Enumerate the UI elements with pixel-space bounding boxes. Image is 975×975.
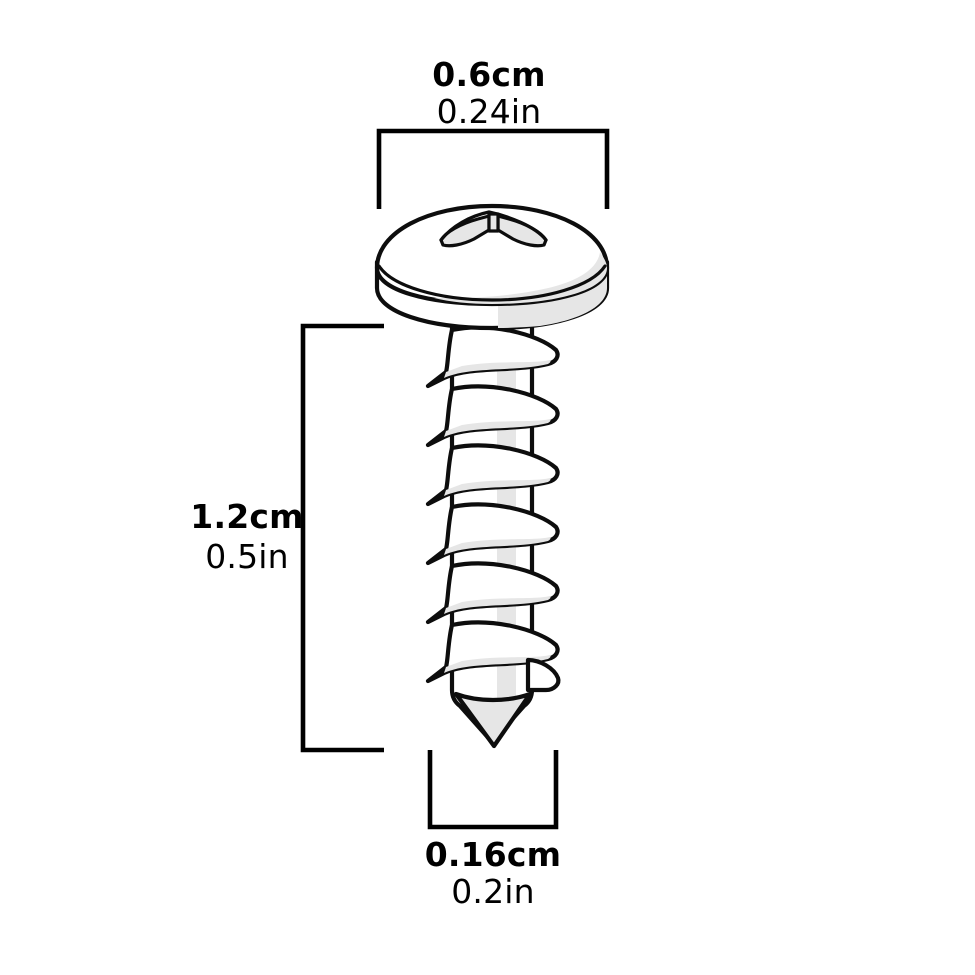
thread-underside-shade bbox=[444, 596, 551, 614]
thread-underside-shade bbox=[444, 419, 551, 437]
head-shading bbox=[498, 262, 607, 328]
top-dimension-in-label: 0.24in bbox=[437, 92, 542, 131]
left-dimension-group: 1.2cm 0.5in bbox=[190, 323, 384, 753]
thread-underside-shade bbox=[444, 478, 551, 496]
screw-shank-group bbox=[425, 315, 561, 749]
top-dimension-group: 0.6cm 0.24in bbox=[376, 55, 610, 209]
thread-turn bbox=[425, 620, 560, 684]
bottom-dimension-in-label: 0.2in bbox=[451, 872, 535, 911]
screw-head-group bbox=[374, 203, 610, 331]
screw-tip-group bbox=[453, 691, 533, 749]
thread-underside-shade bbox=[444, 537, 551, 555]
thread-turn bbox=[425, 561, 560, 625]
phillips-drive-recess bbox=[439, 210, 548, 248]
thread-underside-shade bbox=[444, 360, 551, 378]
thread-turn bbox=[425, 325, 560, 389]
head-dome bbox=[374, 203, 610, 307]
thread-underside-shade bbox=[444, 655, 551, 673]
thread-turn bbox=[425, 384, 560, 448]
recess-center bbox=[487, 212, 500, 233]
top-dimension-cm-label: 0.6cm bbox=[432, 55, 545, 94]
top-dimension-bracket bbox=[376, 128, 610, 209]
screw-illustration bbox=[374, 203, 610, 749]
thread-turn-partial bbox=[525, 657, 561, 693]
bottom-dimension-bracket bbox=[427, 750, 559, 830]
thread-turn bbox=[425, 443, 560, 507]
thread-turn bbox=[425, 502, 560, 566]
recess-chevron-edge bbox=[439, 210, 548, 242]
head-crease-line bbox=[377, 264, 607, 302]
bottom-dimension-cm-label: 0.16cm bbox=[425, 835, 562, 874]
thread-crest-partial bbox=[525, 657, 561, 693]
left-dimension-cm-label: 1.2cm bbox=[190, 497, 303, 536]
left-dimension-bracket bbox=[300, 323, 384, 753]
left-dimension-in-label: 0.5in bbox=[205, 537, 289, 576]
tip-shoulder-ellipse bbox=[454, 692, 532, 702]
bottom-dimension-group: 0.16cm 0.2in bbox=[425, 750, 562, 911]
